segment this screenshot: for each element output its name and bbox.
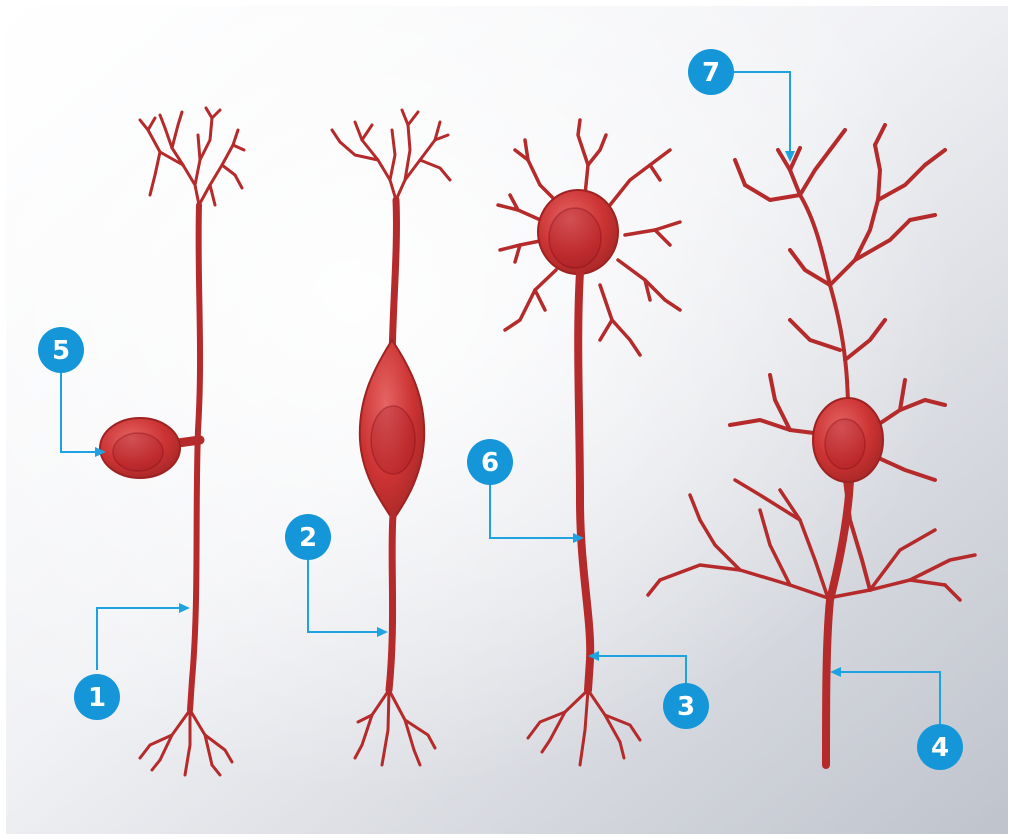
callout-badge-6: 6 bbox=[467, 439, 513, 485]
callout-badge-7: 7 bbox=[688, 49, 734, 95]
neuron-3-nucleus bbox=[549, 208, 601, 268]
callout-badge-1: 1 bbox=[74, 674, 120, 720]
callout-badge-3-number: 3 bbox=[677, 692, 695, 722]
neuron-2-nucleus bbox=[371, 406, 415, 474]
neuron-4-nucleus bbox=[825, 419, 865, 469]
callout-badge-4-number: 4 bbox=[931, 733, 949, 763]
neuron-1-nucleus bbox=[113, 433, 163, 471]
callout-badge-5-number: 5 bbox=[52, 336, 70, 366]
callout-badge-4: 4 bbox=[917, 724, 963, 770]
neuron-1-stalk bbox=[178, 440, 200, 443]
callout-badge-5: 5 bbox=[38, 327, 84, 373]
callout-badge-2-number: 2 bbox=[299, 523, 317, 553]
callout-badge-7-number: 7 bbox=[702, 58, 720, 88]
neuron-2-axon bbox=[389, 515, 393, 690]
callout-badge-6-number: 6 bbox=[481, 448, 499, 478]
callout-badge-2: 2 bbox=[285, 514, 331, 560]
callout-badge-1-number: 1 bbox=[88, 683, 106, 713]
callout-badge-3: 3 bbox=[663, 683, 709, 729]
